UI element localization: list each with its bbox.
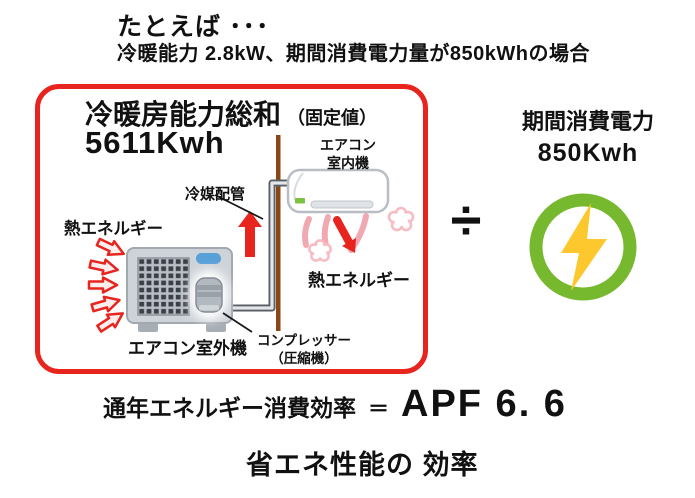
heat-arrows-left [87,237,125,333]
compressor-label: コンプレッサー （圧縮機） [256,333,352,367]
lightning-bolt [561,203,607,291]
refrigerant-pipe-label: 冷媒配管 [185,186,246,203]
heat-energy-right-label: 熱エネルギー [308,271,410,290]
apf-value: APF 6. 6 [401,383,567,425]
divide-icon: ÷ [450,188,482,251]
steam-puff [387,206,415,232]
capacity-value: 5611Kwh [85,125,225,160]
consumption-title: 期間消費電力 [521,109,654,134]
consumption-block: 期間消費電力 850Kwh [498,104,678,168]
airflow-red-arrow [333,216,353,246]
example-heading: たとえば ･･･ [117,13,270,41]
heat-energy-left-label: 熱エネルギー [64,220,163,238]
compressor [195,277,223,313]
indoor-unit-led [295,198,305,204]
capacity-heading: 冷暖房能力総和（固定値） [85,93,377,133]
efficiency-caption: 省エネ性能の 効率 [246,450,479,480]
consumption-value: 850Kwh [537,139,639,167]
wall-line [276,135,281,331]
result-label: 通年エネルギー消費効率 [103,395,356,421]
capacity-diagram-box: 冷暖房能力総和（固定値） 5611Kwh エアコン 室内機 冷媒配管 熱エネルギ… [35,84,428,374]
up-arrow [238,211,262,257]
equals-sign: ＝ [368,398,389,421]
compressor-pointer-line [222,312,253,333]
energy-bolt-icon [529,193,637,301]
capacity-title: 冷暖房能力総和 [85,99,282,130]
brand-badge [196,253,221,264]
outdoor-unit [126,247,233,332]
result-formula: 通年エネルギー消費効率 ＝ APF 6. 6 [103,383,567,426]
indoor-unit-label: エアコン 室内機 [320,137,376,172]
steam-puff [308,239,332,262]
pipe-pointer-line [214,194,264,220]
aircon-illustration [87,135,415,333]
capacity-note: （固定値） [287,108,378,128]
example-condition: 冷暖能力 2.8kW、期間消費電力量が850kWhの場合 [117,43,590,65]
indoor-unit [286,168,390,214]
outdoor-unit-label: エアコン室外機 [128,339,247,358]
fan-grille [137,257,190,316]
